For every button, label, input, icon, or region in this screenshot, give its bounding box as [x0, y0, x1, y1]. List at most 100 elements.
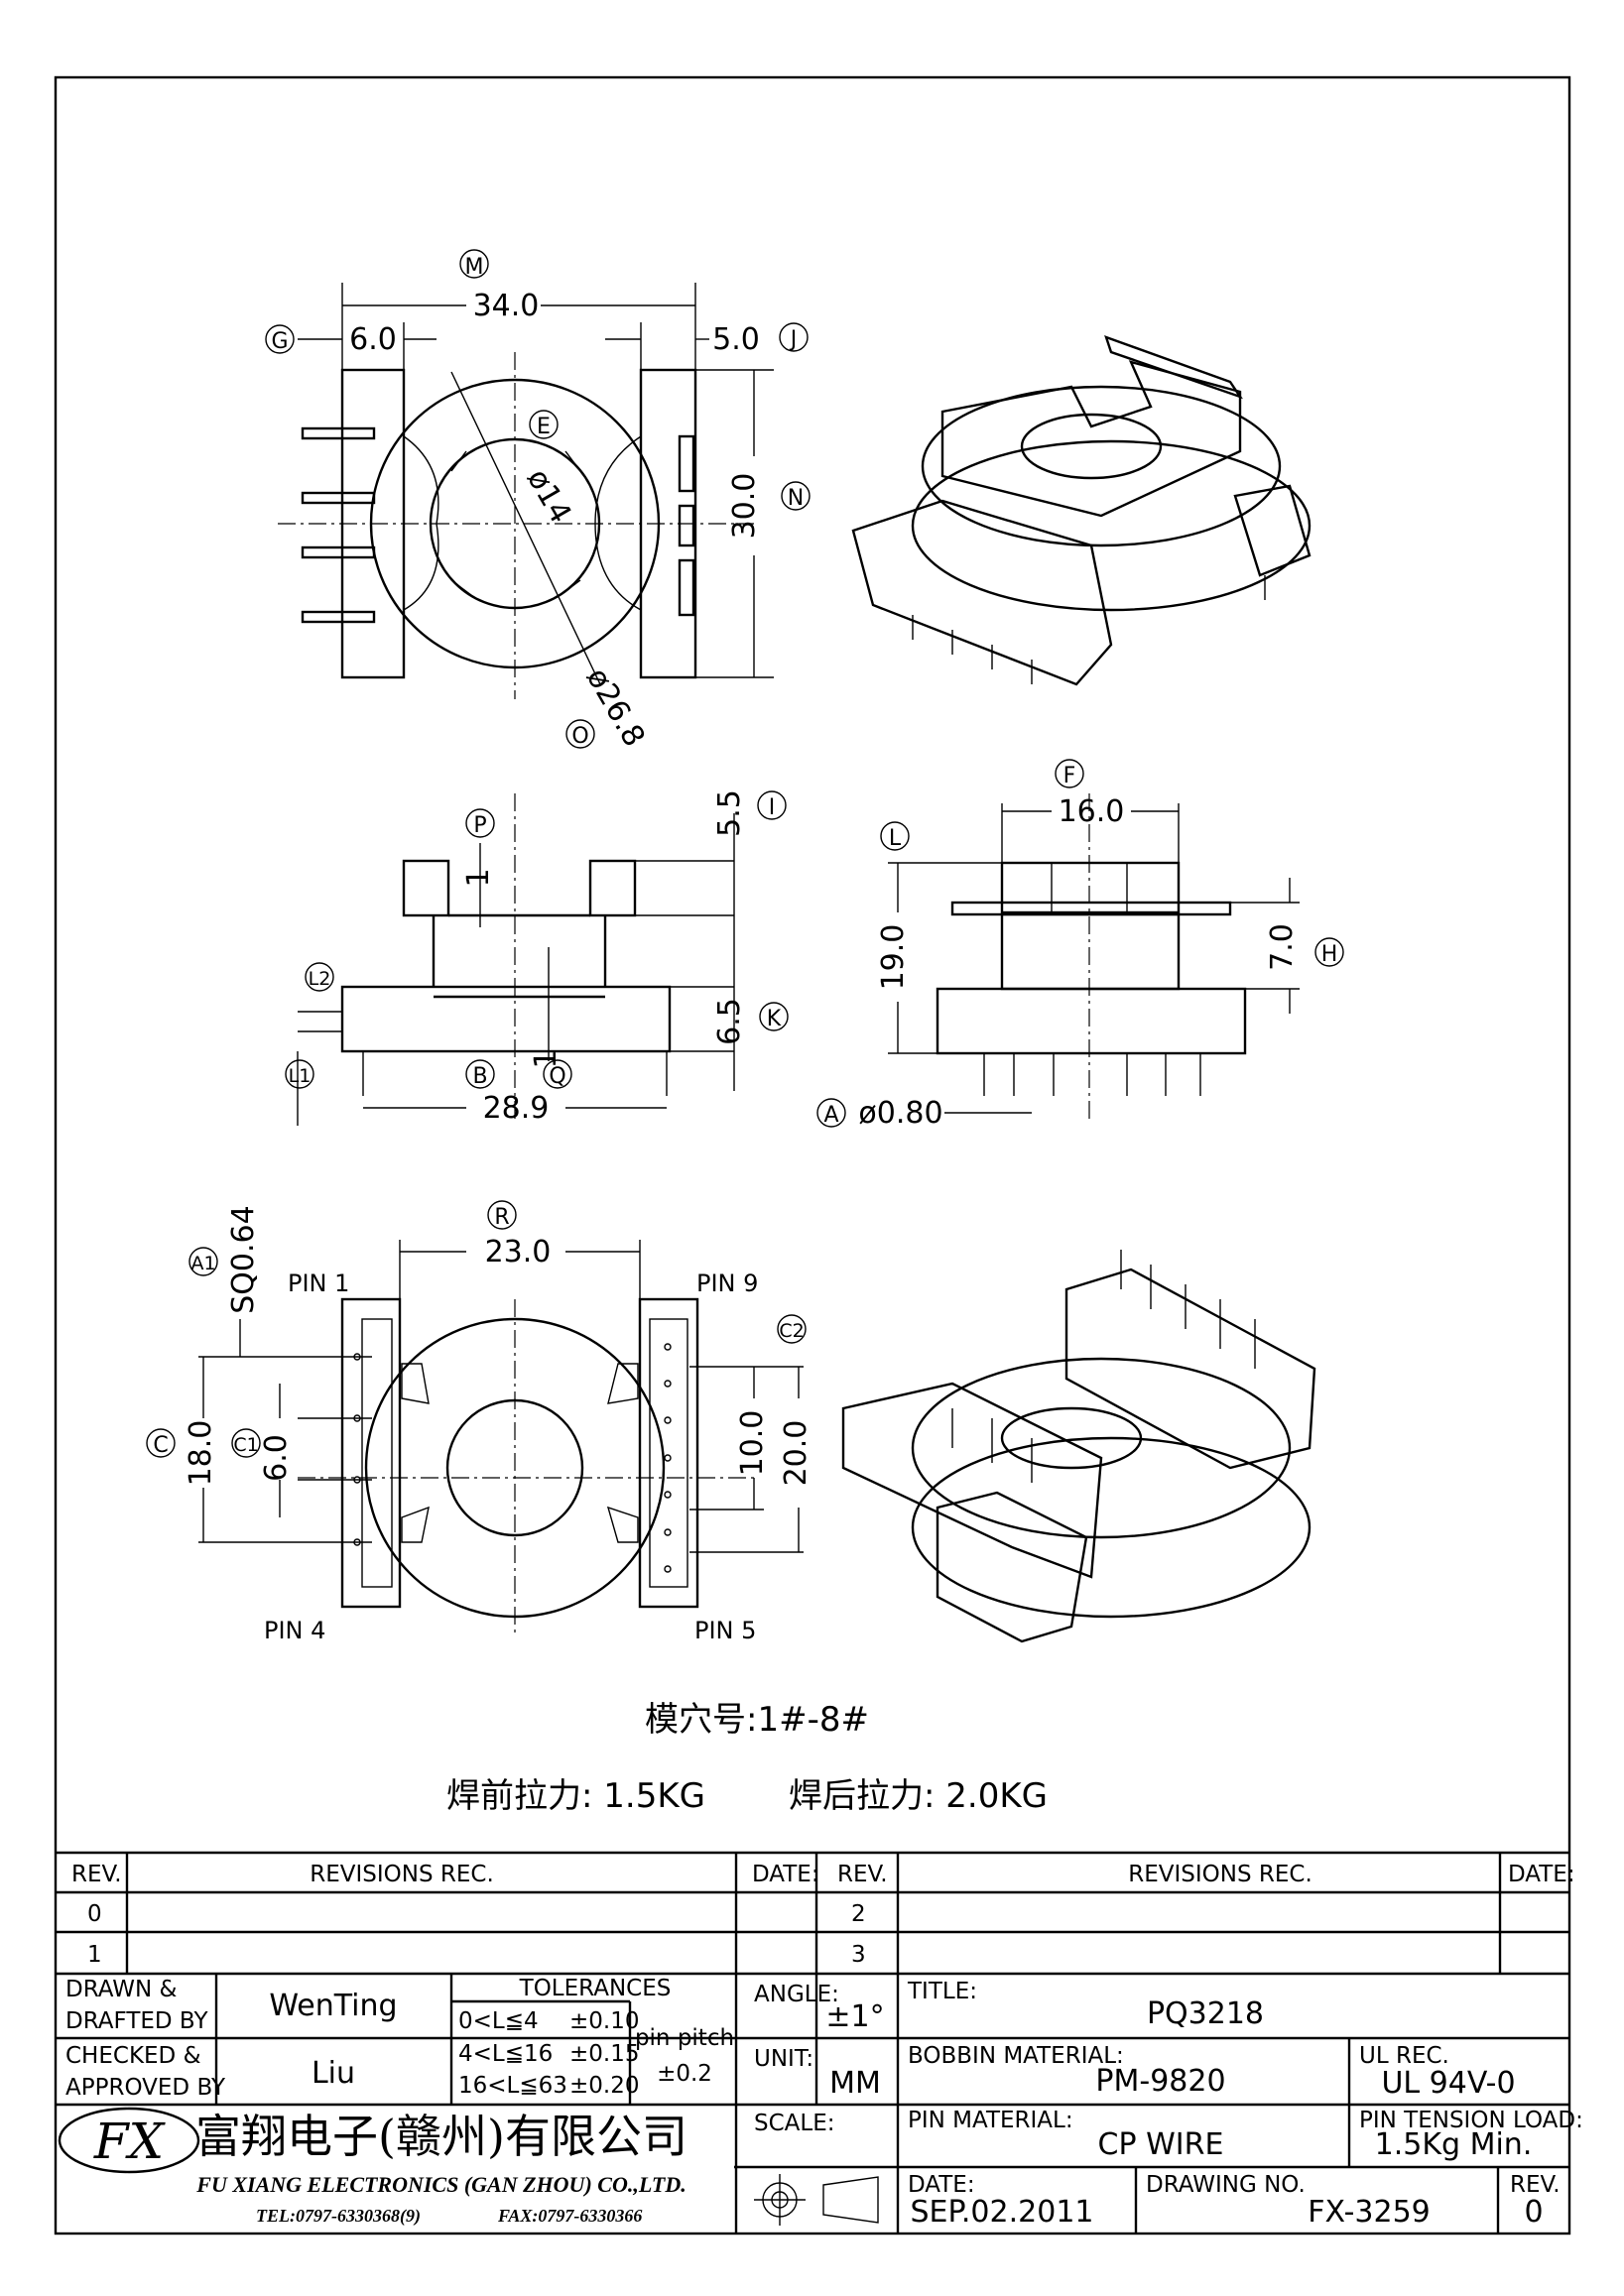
dim-10-value: 10.0 [735, 1410, 770, 1477]
tb-tol-1-v: ±0.10 [569, 2008, 639, 2034]
dim-c-tag: C [153, 1433, 168, 1458]
dim-f-tag: F [1063, 764, 1076, 788]
top-view: 34.0 M 6.0 G 5.0 J 30.0 N E ø14 ø26.8 O [265, 249, 811, 753]
bottom-view: 23.0 R PIN 1 PIN 9 PIN 4 PIN 5 SQ0.64 A1… [146, 1200, 813, 1644]
tb-scale-label: SCALE: [754, 2111, 835, 2136]
side-view: 16.0 F 19.0 L 7.0 H A ø0.80 [816, 759, 1344, 1131]
tb-rev-header: REV. [71, 1862, 122, 1887]
company-logo-icon: FX [58, 2107, 200, 2174]
tb-drawn-label-1: DRAWN & [65, 1977, 177, 2002]
logo-text: FX [93, 2113, 167, 2170]
dim-j-tag: J [789, 327, 798, 352]
isometric-view-1 [851, 335, 1312, 686]
tb-revisions-header: REVISIONS REC. [310, 1862, 494, 1887]
tb-tolerances-label: TOLERANCES [519, 1976, 672, 2001]
tb-rev-header-2: REV. [837, 1862, 888, 1887]
dim-20-value: 20.0 [779, 1420, 813, 1487]
dim-p-tag: P [473, 813, 486, 838]
tb-tol-2: 4<L≦16 [458, 2041, 553, 2067]
tb-unit-label: UNIT: [754, 2046, 813, 2072]
dim-r-value: 23.0 [485, 1235, 552, 1269]
dim-c-value: 18.0 [184, 1420, 218, 1487]
dim-m-tag: M [465, 255, 484, 280]
pin-1-label: PIN 1 [288, 1269, 349, 1297]
dim-l2-tag: L2 [309, 968, 331, 990]
tb-rev-2: 2 [851, 1901, 866, 1927]
tb-rev-3: 3 [851, 1942, 866, 1968]
tb-pin-pitch-value: ±0.2 [657, 2061, 712, 2087]
tb-bobbin-label: BOBBIN MATERIAL: [908, 2043, 1124, 2069]
company-fax: FAX:0797-6330366 [497, 2206, 642, 2226]
tb-rev-label: REV. [1510, 2172, 1561, 2198]
dim-a-value: ø0.80 [858, 1096, 942, 1131]
dim-p-value: 1 [461, 868, 496, 887]
dim-q-value: 1 [529, 1049, 563, 1068]
dim-i-tag: I [769, 795, 776, 820]
pin-5-label: PIN 5 [694, 1617, 756, 1644]
dim-m-value: 34.0 [473, 289, 540, 323]
dim-k-value: 6.5 [712, 998, 747, 1045]
dim-b-value: 28.9 [483, 1091, 550, 1126]
dim-n-tag: N [788, 486, 804, 511]
dim-g-value: 6.0 [349, 322, 397, 357]
dim-h-tag: H [1321, 942, 1338, 967]
dim-a1-value: SQ0.64 [226, 1205, 261, 1313]
dim-n-value: 30.0 [727, 473, 762, 540]
note-pull-after: 焊后拉力: 2.0KG [789, 1776, 1048, 1816]
tb-rev-value: 0 [1524, 2195, 1543, 2230]
tb-tol-2-v: ±0.15 [569, 2041, 639, 2067]
dim-e-value: ø14 [520, 463, 578, 529]
tb-angle-value: ±1° [825, 1999, 884, 2034]
tb-date-header: DATE: [752, 1862, 819, 1887]
tb-tension-value: 1.5Kg Min. [1375, 2127, 1533, 2162]
tb-title-value: PQ3218 [1147, 1996, 1264, 2031]
tb-date-header-2: DATE: [1508, 1862, 1575, 1887]
dim-l1-tag: L1 [289, 1065, 312, 1087]
tb-bobbin-value: PM-9820 [1095, 2064, 1225, 2099]
projection-symbol-icon [754, 2174, 879, 2226]
dim-c2-tag: C2 [779, 1320, 804, 1342]
dim-g-tag: G [271, 329, 288, 354]
dim-b-tag: B [472, 1064, 487, 1089]
tb-rev-1: 1 [87, 1942, 102, 1968]
tb-drawn-label-2: DRAFTED BY [65, 2008, 208, 2034]
tb-checked-label-1: CHECKED & [65, 2043, 201, 2069]
dim-j-value: 5.0 [712, 322, 760, 357]
tb-tol-3-v: ±0.20 [569, 2073, 639, 2099]
company-name-cn: 富翔电子(赣州)有限公司 [195, 2110, 687, 2163]
dim-i-value: 5.5 [712, 789, 747, 837]
tb-rev-0: 0 [87, 1901, 102, 1927]
tb-ul-label: UL REC. [1359, 2043, 1449, 2069]
isometric-view-2 [841, 1250, 1316, 1643]
tb-tension-label: PIN TENSION LOAD: [1359, 2108, 1583, 2133]
tb-pin-pitch-label: pin pitch [635, 2025, 734, 2051]
tb-ul-value: UL 94V-0 [1381, 2066, 1515, 2101]
dim-k-tag: K [767, 1007, 782, 1031]
dim-e-tag: E [537, 415, 551, 439]
title-block: REV. REVISIONS REC. DATE: REV. REVISIONS… [56, 1851, 1583, 2234]
dim-q-tag: Q [549, 1064, 565, 1089]
front-view: 5.5 I 6.5 K P 1 1 B Q 28.9 L2 L1 [285, 789, 789, 1126]
tb-tol-3: 16<L≦63 [458, 2073, 567, 2099]
tb-date-label: DATE: [908, 2172, 975, 2198]
tb-pin-material-label: PIN MATERIAL: [908, 2108, 1073, 2133]
dim-c1-value: 6.0 [259, 1434, 294, 1482]
tb-pin-material-value: CP WIRE [1098, 2127, 1224, 2162]
dim-o-tag: O [571, 724, 588, 749]
pin-9-label: PIN 9 [696, 1269, 758, 1297]
dim-r-tag: R [494, 1205, 509, 1230]
sheet-border [54, 75, 1571, 2236]
tb-date-value: SEP.02.2011 [910, 2195, 1093, 2230]
tb-angle-label: ANGLE: [754, 1982, 839, 2007]
tb-checked-value: Liu [312, 2056, 355, 2091]
note-mold-cavity: 模穴号:1#-8# [645, 1700, 869, 1740]
tb-drawing-no-label: DRAWING NO. [1146, 2172, 1306, 2198]
tb-revisions-header-2: REVISIONS REC. [1128, 1862, 1312, 1887]
dim-l-value: 19.0 [876, 924, 911, 991]
company-tel: TEL:0797-6330368(9) [256, 2206, 421, 2227]
dim-a1-tag: A1 [190, 1253, 215, 1274]
tb-title-label: TITLE: [907, 1979, 977, 2004]
dim-a-tag: A [823, 1103, 838, 1128]
tb-drawn-value: WenTing [269, 1989, 397, 2023]
